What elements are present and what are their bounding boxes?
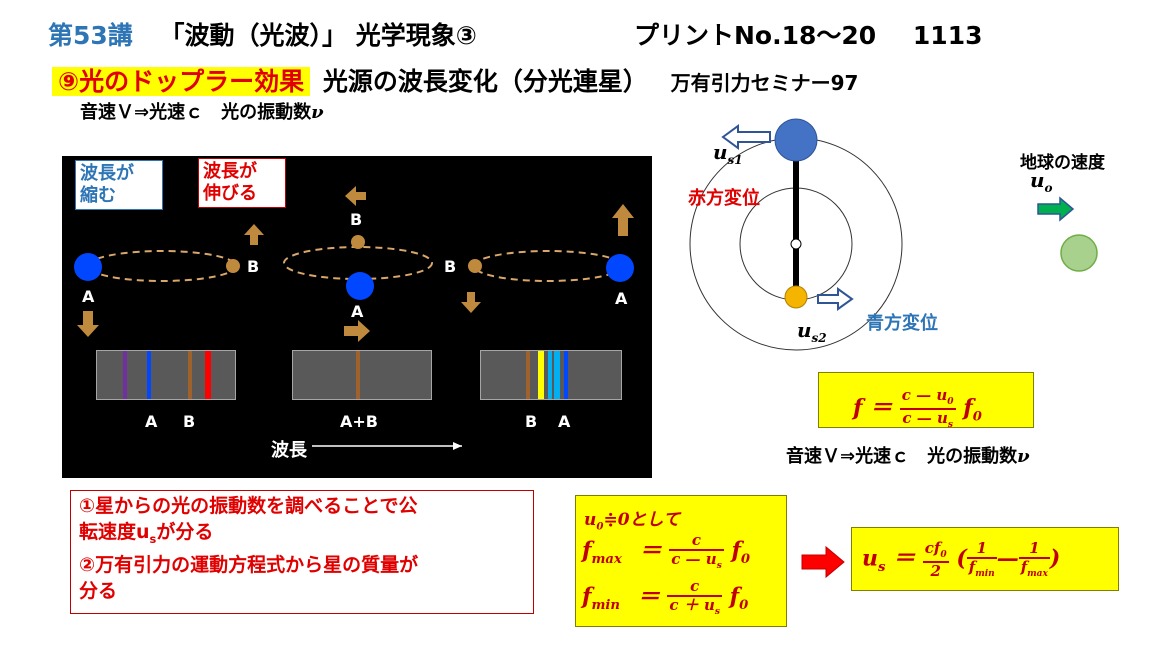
uo-label: uo: [1030, 168, 1053, 195]
us-formula: us ＝ cf0 2 ( 1 fmin — 1 fmax ): [862, 539, 1061, 580]
seminar-label: 万有引力セミナー97: [670, 71, 859, 95]
wavelength-stretch-label: 波長が 伸びる: [198, 158, 286, 208]
arrow-left-icon: [345, 186, 366, 206]
label-b-3: B: [444, 257, 457, 276]
spectral-line: [356, 351, 360, 399]
star-a-1: [74, 253, 102, 281]
arrow-left-icon: [721, 124, 771, 150]
label-b-2: B: [350, 210, 363, 229]
arrow-right-icon: [817, 287, 854, 311]
star-large: [774, 118, 818, 162]
arrow-down-icon: [461, 292, 481, 313]
arrow-right-icon: [453, 442, 462, 450]
label-a-3: A: [615, 289, 628, 308]
arrow-right-icon: [1037, 196, 1075, 222]
spectrum-2: [292, 350, 432, 400]
spectral-line: [538, 351, 544, 399]
spec1-label-a: A: [145, 412, 158, 431]
us1-label: us1: [713, 140, 743, 167]
orbit-ellipse-1: [87, 250, 237, 282]
us2-label: us2: [797, 318, 827, 345]
doppler-diagram: 波長が 縮む 波長が 伸びる A B B A: [62, 156, 652, 478]
fmax-fmin-box: u0≑0として fmax ＝ c c — us f0 fmin ＝ c c ＋ …: [575, 495, 787, 627]
center-of-mass: [790, 238, 802, 250]
spectral-line: [548, 351, 552, 399]
label-a-2: A: [351, 302, 364, 321]
subtitle-text: 光源の波長変化（分光連星）: [322, 67, 648, 96]
orbit-ellipse-3: [473, 250, 623, 282]
star-b-3: [468, 259, 482, 273]
star-b-2: [351, 235, 365, 249]
arrow-up-icon: [244, 224, 264, 245]
earth-velocity-arrow-svg: [1037, 196, 1075, 222]
label-b-1: B: [247, 257, 260, 276]
star-b-1: [226, 259, 240, 273]
blueshift-label: 青方変位: [866, 313, 938, 334]
star-a-2: [346, 272, 374, 300]
subtitle-highlight: ⑨光のドップラー効果: [52, 67, 311, 96]
earth-svg: [1060, 234, 1098, 272]
conclusion-box: ①星からの光の振動数を調べることで公 転速度usが分る ②万有引力の運動方程式か…: [70, 490, 534, 614]
redshift-label: 赤方変位: [688, 188, 760, 209]
subtitle: ⑨光のドップラー効果 光源の波長変化（分光連星） 万有引力セミナー97: [52, 62, 858, 98]
spec3-label-a: A: [558, 412, 571, 431]
spec3-label-b: B: [525, 412, 538, 431]
spectral-line: [188, 351, 192, 399]
orbit-arrows-svg: [74, 186, 634, 450]
print-number: プリントNo.18～20 1113: [634, 21, 983, 50]
note-bottom: 音速Ｖ⇒光速ｃ 光の振動数ν: [786, 446, 1030, 467]
spectral-line: [554, 351, 560, 399]
binary-orbit-svg: [689, 118, 903, 351]
earth-circle: [1060, 234, 1098, 272]
spectrum-3: [480, 350, 622, 400]
spectral-line: [205, 351, 211, 399]
lecture-number: 第53講: [48, 21, 133, 50]
wavelength-label: 波長: [271, 440, 307, 461]
page-header: 第53講 「波動（光波）」 光学現象③: [48, 16, 477, 52]
earth-speed-label: 地球の速度: [1020, 153, 1105, 173]
wavelength-shrink-label: 波長が 縮む: [75, 160, 163, 210]
implies-arrow-svg: [801, 545, 845, 579]
arrow-up-icon: [612, 204, 634, 236]
lecture-topic: 「波動（光波）」 光学現象③: [159, 21, 477, 50]
arrow-down-icon: [77, 311, 99, 337]
spectral-line: [564, 351, 568, 399]
spectrum-1: [96, 350, 236, 400]
star-a-3: [606, 254, 634, 282]
condition: u0≑0として: [584, 510, 681, 533]
doppler-formula: f ＝ c — u0 c — us f0: [853, 386, 982, 430]
arrow-right-icon: [801, 545, 845, 579]
note-top: 音速Ｖ⇒光速ｃ 光の振動数ν: [80, 102, 324, 123]
date-code: 1113: [912, 21, 983, 50]
label-a-1: A: [82, 287, 95, 306]
spectral-line: [123, 351, 127, 399]
star-small: [784, 285, 808, 309]
us-formula-box: us ＝ cf0 2 ( 1 fmin — 1 fmax ): [851, 527, 1119, 591]
spec1-label-b: B: [183, 412, 196, 431]
doppler-formula-box: f ＝ c — u0 c — us f0: [818, 372, 1034, 430]
fmax-formula: fmax ＝ c c — us f0: [582, 531, 751, 571]
spectral-line: [147, 351, 151, 399]
spec2-label: A+B: [340, 412, 378, 431]
arrow-right-icon: [344, 320, 370, 342]
spectral-line: [526, 351, 530, 399]
fmin-formula: fmin ＝ c c ＋ us f0: [582, 577, 749, 617]
